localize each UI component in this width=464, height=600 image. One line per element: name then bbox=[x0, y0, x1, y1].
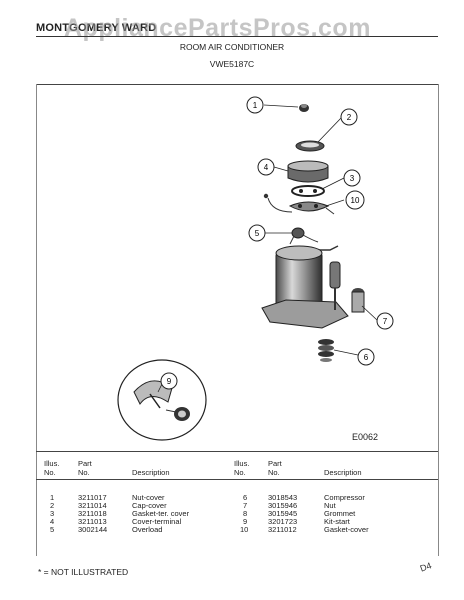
svg-text:2: 2 bbox=[347, 113, 352, 122]
frame-top-rule bbox=[36, 84, 438, 85]
svg-text:3: 3 bbox=[350, 174, 355, 183]
part-nut-cover bbox=[299, 104, 309, 112]
svg-text:5: 5 bbox=[255, 229, 260, 238]
svg-text:7: 7 bbox=[383, 317, 388, 326]
header-illus-no-left: Illus. No. bbox=[44, 459, 60, 477]
part-kit-start-inset bbox=[117, 359, 207, 441]
header-part-no-left: Part No. bbox=[78, 459, 92, 477]
svg-text:6: 6 bbox=[364, 353, 369, 362]
part-cap-cover bbox=[295, 140, 325, 152]
callout-5: 5 bbox=[248, 224, 266, 242]
parts-table: Illus. No. Part No. Description Illus. N… bbox=[36, 455, 438, 556]
svg-text:1: 1 bbox=[253, 101, 258, 110]
callout-4: 4 bbox=[257, 158, 275, 176]
callout-7: 7 bbox=[376, 312, 394, 330]
header-illus-no-right: Illus. No. bbox=[234, 459, 250, 477]
callout-10: 10 bbox=[345, 190, 365, 210]
part-gasket-terminal-cover bbox=[291, 185, 325, 197]
model-number: VWE5187C bbox=[209, 59, 255, 69]
svg-text:4: 4 bbox=[264, 163, 269, 172]
part-compressor bbox=[261, 245, 365, 329]
header-part-no-right: Part No. bbox=[268, 459, 282, 477]
brand-name: MONTGOMERY WARD bbox=[36, 22, 157, 34]
callout-9: 9 bbox=[160, 372, 178, 390]
part-cover-terminal bbox=[287, 160, 329, 183]
part-gasket-cover bbox=[263, 193, 335, 215]
frame-right-rule bbox=[438, 84, 439, 556]
footnote: * = NOT ILLUSTRATED bbox=[38, 567, 129, 577]
svg-text:10: 10 bbox=[351, 196, 360, 205]
watermark: AppliancePartsPros.com bbox=[64, 14, 371, 42]
callout-3: 3 bbox=[343, 169, 361, 187]
header-rule bbox=[36, 36, 438, 37]
table-header-rule bbox=[36, 479, 438, 480]
callout-2: 2 bbox=[340, 108, 358, 126]
page-title: ROOM AIR CONDITIONER bbox=[179, 42, 285, 52]
callout-6: 6 bbox=[357, 348, 375, 366]
figure-code: E0062 bbox=[352, 432, 379, 442]
header-description-left: Description bbox=[132, 468, 170, 477]
svg-text:9: 9 bbox=[167, 377, 172, 386]
part-grommet bbox=[318, 339, 334, 362]
frame-left-rule bbox=[36, 84, 37, 556]
header-description-right: Description bbox=[324, 468, 362, 477]
callout-1: 1 bbox=[246, 96, 264, 114]
table-top-rule bbox=[36, 451, 438, 452]
